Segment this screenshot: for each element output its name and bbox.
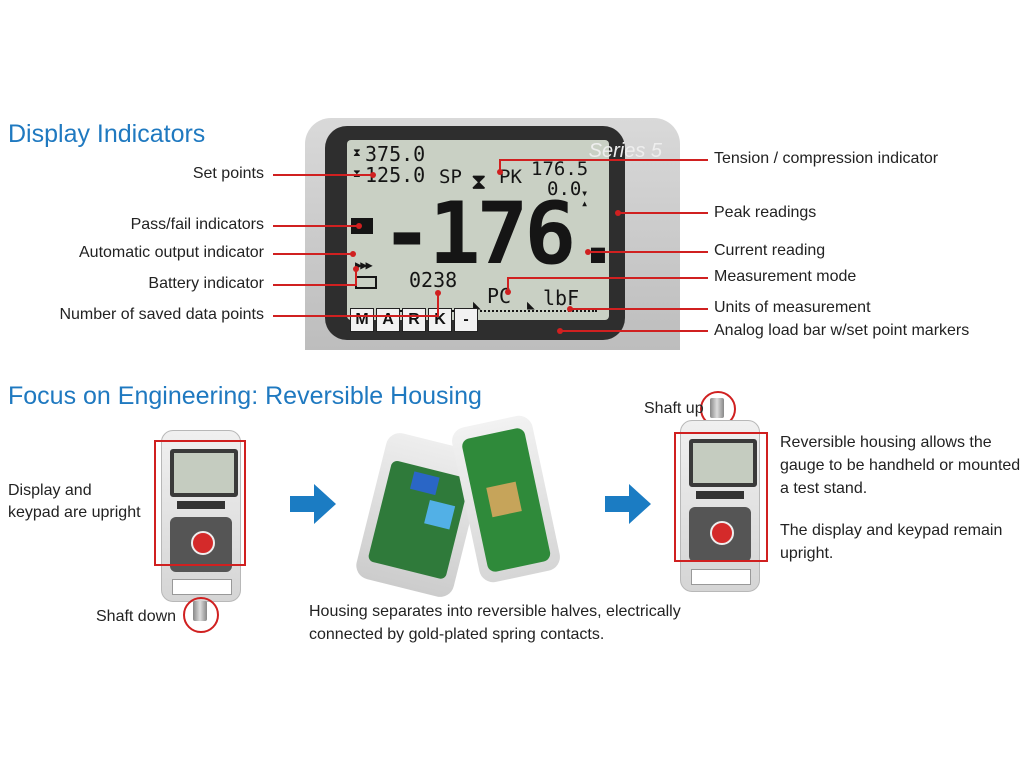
brand-letter: K <box>428 308 452 332</box>
brand-letter: A <box>376 308 400 332</box>
peak-indicator-icon: ▾▴ <box>581 186 589 210</box>
callout-line <box>273 253 353 255</box>
callout-dot <box>356 223 362 229</box>
housing-half-front <box>449 413 563 585</box>
auto-output-icon: ▶▶▶ <box>355 258 373 272</box>
reversible-housing-heading: Focus on Engineering: Reversible Housing <box>8 382 482 410</box>
set-point-marker-icon: ⧗ <box>353 167 361 181</box>
pk-label: PK <box>499 166 522 188</box>
lcd-screen: ⧗ 375.0 ⧗ 125.0 SP ⧗ PK 176.5 0.0 ▾▴ -17… <box>347 140 609 320</box>
caption-display-upright: Display and keypad are upright <box>8 482 141 521</box>
callout-line <box>273 174 373 176</box>
display-indicators-heading: Display Indicators <box>8 120 206 148</box>
callout-dot <box>585 249 591 255</box>
peak-reading-compression: 0.0 <box>547 178 582 200</box>
series-5-logo: Series 5 <box>588 140 662 162</box>
callout-line <box>499 159 501 171</box>
callout-line <box>273 225 359 227</box>
power-button-icon <box>191 531 215 555</box>
highlight-box <box>154 440 246 566</box>
gauge-logo <box>177 501 225 509</box>
gold-contacts <box>486 481 522 518</box>
callout-dot <box>435 290 441 296</box>
callout-dot <box>615 210 621 216</box>
right-arrow-icon <box>605 484 651 524</box>
label-tension-compression: Tension / compression indicator <box>714 150 939 167</box>
caption-reversible-3: a test stand. <box>780 480 868 497</box>
force-gauge-shaft-up <box>680 420 760 592</box>
brand-logo-strip: M A R K - <box>350 308 478 332</box>
callout-line <box>560 330 708 332</box>
set-point-upper: 375.0 <box>365 142 426 166</box>
brand-letter: M <box>350 308 374 332</box>
caption-reversible-2: gauge to be handheld or mounted to <box>780 457 1024 474</box>
label-auto-output: Automatic output indicator <box>79 244 264 261</box>
callout-dot <box>557 328 563 334</box>
units-of-measurement: lbF <box>543 286 580 310</box>
saved-data-count: 0238 <box>409 268 458 292</box>
device-display-photo: ⧗ 375.0 ⧗ 125.0 SP ⧗ PK 176.5 0.0 ▾▴ -17… <box>305 118 680 350</box>
housing-halves-photo <box>353 413 563 600</box>
highlight-box <box>674 432 768 562</box>
callout-line <box>500 159 708 161</box>
gauge-screen <box>689 439 757 487</box>
load-bar-set-point-marker-icon: ◣ <box>527 298 535 313</box>
set-point-marker-icon: ⧗ <box>353 146 361 159</box>
pass-fail-indicator <box>351 218 373 234</box>
caption-shaft-down: Shaft down <box>96 608 177 625</box>
brand-letter: R <box>402 308 426 332</box>
callout-line <box>570 308 708 310</box>
callout-dot <box>350 251 356 257</box>
callout-line <box>588 251 708 253</box>
callout-dot <box>497 169 503 175</box>
label-set-points: Set points <box>192 165 264 182</box>
right-arrow-icon <box>290 484 336 524</box>
load-bar-set-point-marker-icon: ◣ <box>473 298 481 313</box>
power-button-icon <box>710 521 734 545</box>
reading-value: 176.5 <box>428 184 609 284</box>
battery-icon <box>355 276 377 289</box>
callout-line <box>437 292 439 317</box>
gauge-label <box>691 569 751 585</box>
gauge-label <box>172 579 232 595</box>
label-pass-fail: Pass/fail indicators <box>130 216 264 233</box>
label-saved-points: Number of saved data points <box>59 306 264 323</box>
caption-reversible-5: upright. <box>780 545 834 562</box>
tension-compression-icon: ⧗ <box>471 170 487 195</box>
gauge-logo <box>696 491 744 499</box>
callout-line <box>618 212 708 214</box>
sp-label: SP <box>439 166 462 188</box>
callout-line <box>273 315 438 317</box>
label-peak-readings: Peak readings <box>714 204 817 221</box>
brand-letter: - <box>454 308 478 332</box>
caption-reversible-1: Reversible housing allows the <box>780 434 992 451</box>
callout-line <box>355 268 357 286</box>
callout-dot <box>370 172 376 178</box>
callout-line <box>507 277 509 291</box>
caption-housing-1: Housing separates into reversible halves… <box>309 603 681 620</box>
callout-line <box>273 284 355 286</box>
callout-dot <box>353 266 359 272</box>
peak-reading-tension: 176.5 <box>531 158 589 180</box>
highlight-circle <box>183 597 219 633</box>
callout-dot <box>567 306 573 312</box>
label-analog-load-bar: Analog load bar w/set point markers <box>714 322 970 339</box>
caption-shaft-up: Shaft up <box>644 400 704 417</box>
label-battery: Battery indicator <box>148 275 264 292</box>
callout-dot <box>505 289 511 295</box>
callout-line <box>508 277 708 279</box>
label-units: Units of measurement <box>714 299 871 316</box>
caption-housing-2: connected by gold-plated spring contacts… <box>309 626 605 643</box>
label-current-reading: Current reading <box>714 242 826 259</box>
gauge-screen <box>170 449 238 497</box>
reading-sign: - <box>381 184 433 284</box>
current-reading: -176.5 <box>381 184 609 284</box>
label-measurement-mode: Measurement mode <box>714 268 857 285</box>
force-gauge-shaft-down <box>161 430 241 602</box>
caption-reversible-4: The display and keypad remain <box>780 522 1003 539</box>
